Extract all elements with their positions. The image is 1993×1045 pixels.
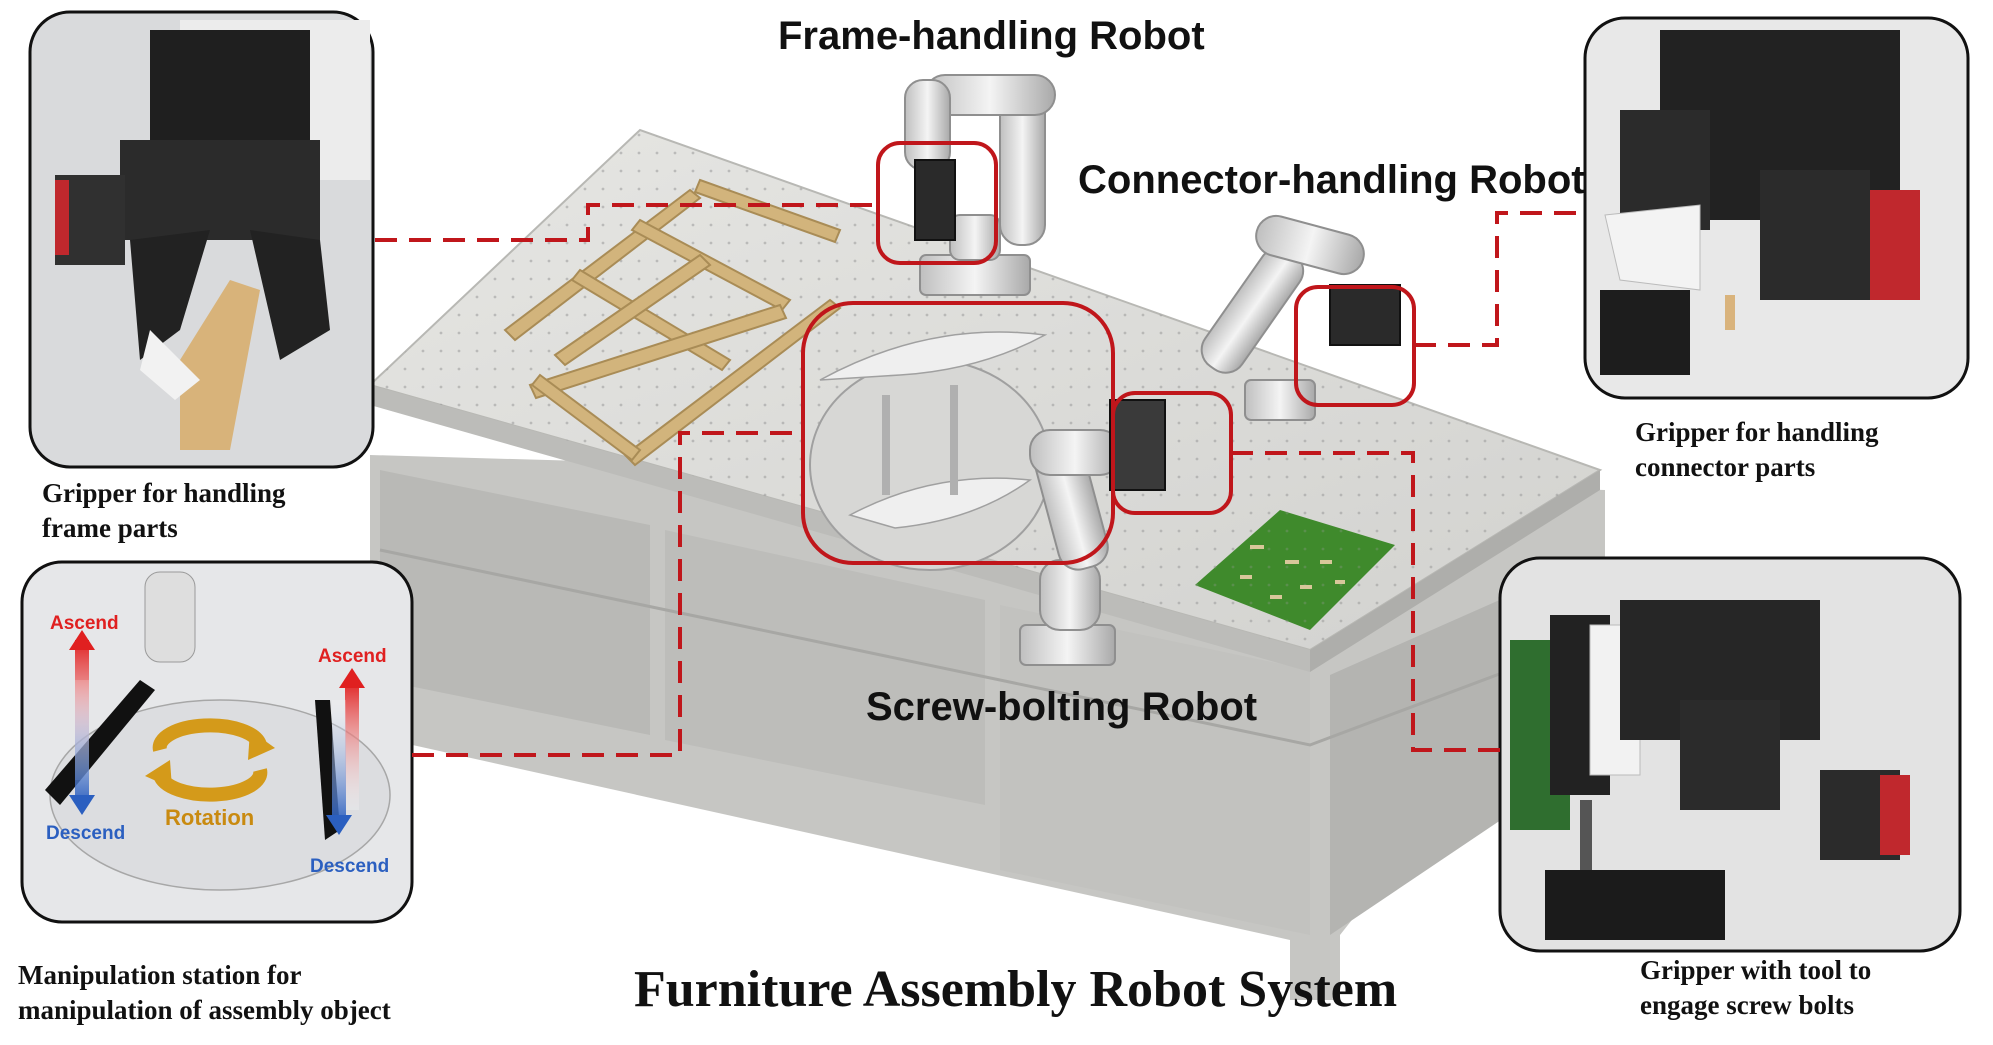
connector-gripper-photo (1583, 16, 1970, 400)
callout-frame-gripper (876, 141, 998, 265)
ascend-label-right: Ascend (318, 646, 387, 667)
line-station (412, 431, 803, 757)
frame-robot-label: Frame-handling Robot (778, 14, 1205, 58)
wooden-frame-parts (503, 178, 842, 467)
frame-handling-robot (904, 74, 1056, 296)
frame-gripper-photo (28, 10, 375, 469)
descend-label-right: Descend (310, 856, 390, 877)
connector-gripper-caption: Gripper for handling connector parts (1635, 417, 1879, 482)
line-frame-gripper (375, 203, 878, 242)
descend-label-left: Descend (46, 823, 126, 844)
line-connector-gripper (1414, 211, 1585, 347)
frame-gripper-caption: Gripper for handling frame parts (42, 478, 286, 543)
station-caption: Manipulation station for manipulation of… (18, 960, 391, 1025)
main-title: Furniture Assembly Robot System (634, 961, 1398, 1018)
rotation-label: Rotation (165, 805, 255, 830)
station-photo (20, 560, 414, 924)
parts-mat (1195, 510, 1395, 630)
screw-gripper-photo (1498, 556, 1962, 953)
screw-gripper-caption: Gripper with tool to engage screw bolts (1640, 955, 1872, 1020)
callout-lines (375, 203, 1585, 757)
screw-bolting-robot (1019, 399, 1166, 666)
rotating-station (809, 331, 1051, 571)
ascend-label-left: Ascend (50, 613, 119, 634)
screw-robot-label: Screw-bolting Robot (866, 685, 1258, 729)
connector-robot-label: Connector-handling Robot (1078, 158, 1585, 202)
line-screw-gripper (1231, 451, 1500, 752)
